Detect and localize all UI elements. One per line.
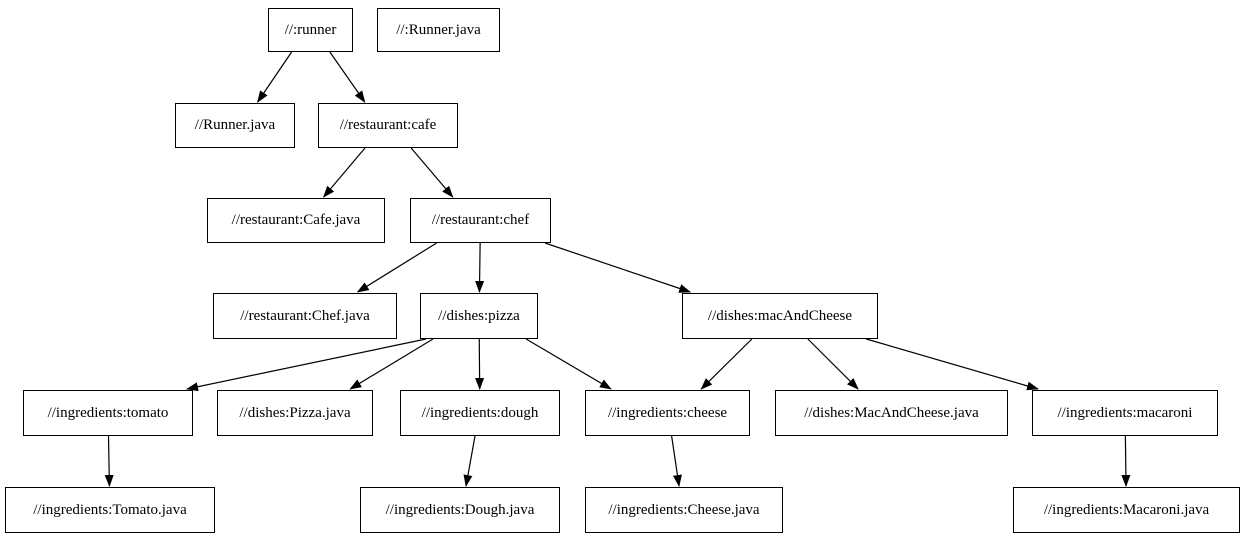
graph-node-pizza-java: //dishes:Pizza.java xyxy=(217,390,373,436)
graph-node-label: //ingredients:Dough.java xyxy=(385,501,535,518)
graph-node-label: //restaurant:chef xyxy=(431,212,530,228)
graph-node-macaroni: //ingredients:macaroni xyxy=(1032,390,1218,436)
graph-node-label: //restaurant:cafe xyxy=(339,117,437,133)
graph-node-cafe: //restaurant:cafe xyxy=(318,103,458,148)
graph-node-dough-java: //ingredients:Dough.java xyxy=(360,487,560,533)
graph-node-runner-java-pkg: //:Runner.java xyxy=(377,8,500,52)
graph-node-label: //ingredients:tomato xyxy=(47,404,169,421)
graph-node-label: //Runner.java xyxy=(194,117,276,133)
graph-node-label: //ingredients:dough xyxy=(421,404,539,421)
graph-node-label: //:Runner.java xyxy=(396,21,481,38)
graph-node-cafe-java: //restaurant:Cafe.java xyxy=(207,198,385,243)
graph-node-cheese: //ingredients:cheese xyxy=(585,390,750,436)
graph-node-pizza: //dishes:pizza xyxy=(420,293,538,339)
graph-node-label: //dishes:macAndCheese xyxy=(707,307,853,324)
graph-node-tomato: //ingredients:tomato xyxy=(23,390,193,436)
graph-node-cheese-java: //ingredients:Cheese.java xyxy=(585,487,783,533)
graph-node-label: //dishes:Pizza.java xyxy=(239,404,351,421)
graph-node-label: //:runner xyxy=(284,21,337,38)
graph-node-label: //ingredients:Macaroni.java xyxy=(1043,501,1210,518)
graph-node-macaroni-java: //ingredients:Macaroni.java xyxy=(1013,487,1240,533)
graph-node-mac-and-cheese-java: //dishes:MacAndCheese.java xyxy=(775,390,1008,436)
graph-node-tomato-java: //ingredients:Tomato.java xyxy=(5,487,215,533)
graph-node-dough: //ingredients:dough xyxy=(400,390,560,436)
graph-node-label: //ingredients:Cheese.java xyxy=(608,501,760,518)
graph-node-label: //dishes:pizza xyxy=(438,307,520,324)
graph-node-chef: //restaurant:chef xyxy=(410,198,551,243)
graph-node-runner: //:runner xyxy=(268,8,353,52)
graph-node-label: //ingredients:Tomato.java xyxy=(33,501,187,518)
graph-node-label: //ingredients:macaroni xyxy=(1057,404,1193,421)
graph-node-mac-and-cheese: //dishes:macAndCheese xyxy=(682,293,878,339)
graph-node-label: //ingredients:cheese xyxy=(607,404,728,421)
graph-node-label: //dishes:MacAndCheese.java xyxy=(804,404,979,421)
graph-node-chef-java: //restaurant:Chef.java xyxy=(213,293,397,339)
graph-node-label: //restaurant:Chef.java xyxy=(240,307,370,324)
graph-node-label: //restaurant:Cafe.java xyxy=(231,212,361,228)
graph-node-runner-java-root: //Runner.java xyxy=(175,103,295,148)
